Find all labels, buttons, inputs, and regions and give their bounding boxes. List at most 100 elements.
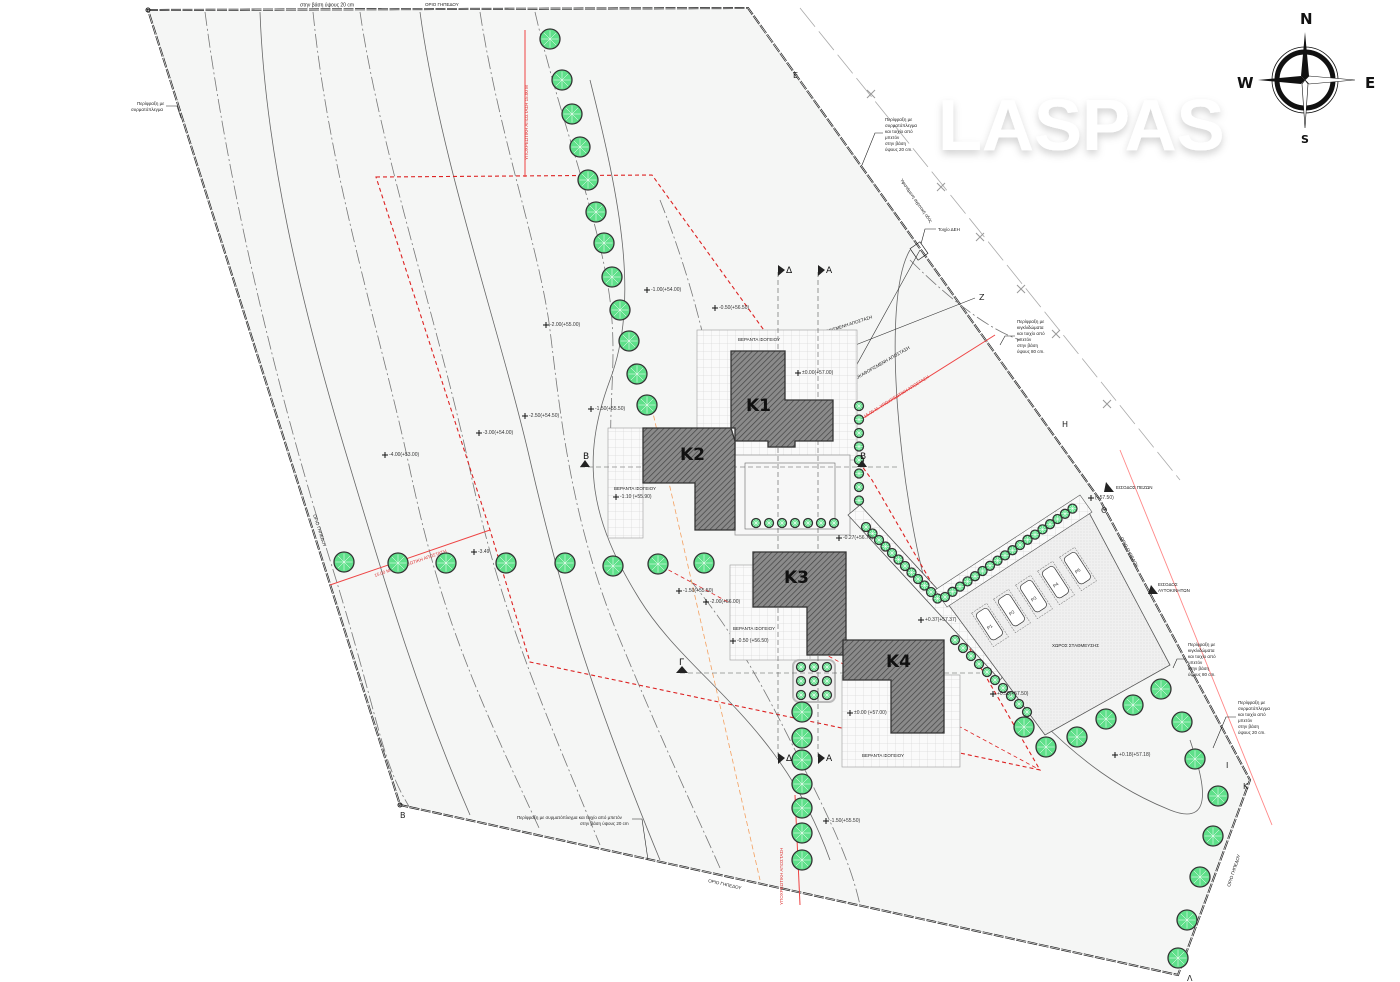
elevation-marker-icon [703, 599, 709, 605]
tree-icon [333, 551, 355, 573]
building-k1 [730, 350, 834, 448]
tree-icon [1150, 678, 1172, 700]
tree-icon [808, 661, 820, 673]
tree-icon [1184, 748, 1206, 770]
parking-spot-label: P3 [1030, 595, 1038, 602]
building-k4 [842, 639, 945, 734]
tree-icon [853, 495, 865, 506]
note-line: ύψους 80 cm. [1188, 671, 1216, 677]
boundary-label-right-lower: ΟΡΙΟ ΓΗΠΕΔΟΥ [1226, 854, 1241, 888]
tree-icon [585, 201, 607, 223]
tree-icon [954, 581, 966, 592]
fence-notes: Περίφραξη με συρματόπλεγμα Περίφραξη με … [131, 101, 1270, 861]
parking-spot: P3 [1015, 574, 1053, 620]
elevation-label: -3.49 [478, 549, 490, 555]
veranda-label-k4: ΒΕΡΑΝΤΑ ΙΣΟΓΕΙΟΥ [862, 753, 904, 758]
tree-icon [791, 773, 813, 795]
tree-icon [821, 675, 833, 687]
tree-icon [821, 689, 833, 701]
elevation-label: -1.50(+55.50) [595, 406, 625, 412]
elevation-label: -2.00(+55.00) [550, 322, 580, 328]
point-th: Θ [1101, 506, 1107, 515]
elevation-marker-icon [823, 818, 829, 824]
note-line: στην βάση ύψους 20 cm [580, 820, 629, 826]
tree-icon [609, 299, 631, 321]
tree-icon [1059, 508, 1071, 519]
parking-spot-label: P4 [1052, 581, 1060, 588]
note-line: μπετόν [1238, 717, 1253, 723]
tree-icon [763, 517, 775, 529]
point-e: Ε [793, 71, 798, 80]
tree-icon [602, 555, 624, 577]
note-line: Περίφραξη με συρματόπλεγμα και τοιχίο απ… [517, 814, 623, 820]
tree-icon [789, 517, 801, 529]
tree-icon [853, 481, 865, 493]
point-k: Κ [1243, 782, 1249, 791]
compass-s: S [1301, 133, 1309, 146]
tree-icon [981, 666, 993, 678]
tree-icon [1122, 694, 1144, 716]
tree-icon [906, 567, 917, 578]
parking-spot-label: P2 [1008, 609, 1016, 616]
note-line: κιγκλιδώματα [1017, 324, 1044, 330]
parking-spot-label: P1 [986, 623, 994, 630]
veranda-label-k3: ΒΕΡΑΝΤΑ ΙΣΟΓΕΙΟΥ [733, 626, 775, 631]
section-d-bottom: Δ [786, 754, 793, 764]
note-line: Περίφραξη με [1238, 700, 1265, 705]
section-a-top: Α [826, 266, 833, 276]
tree-icon [791, 701, 813, 723]
road-label: Υφιστάμενη αγροτική οδός [899, 177, 935, 224]
boundary-label-bottom: ΟΡΙΟ ΓΗΠΕΔΟΥ [708, 878, 742, 890]
tree-icon [1171, 711, 1193, 733]
tree-icon [791, 749, 813, 771]
tree-icon [1007, 545, 1018, 556]
tree-icon [925, 586, 937, 598]
boundary-points: Ε Ζ Η Θ Ι Κ Λ Β [145, 7, 1249, 982]
tree-icon [1044, 519, 1056, 530]
tree-icon [992, 555, 1003, 566]
building-label-k4: K4 [886, 652, 911, 672]
elevation-label: -0.50(+56.50) [719, 305, 749, 311]
note-line: και τοιχίο από [1238, 711, 1266, 717]
elevation-marker-icon [588, 406, 594, 412]
note-line: ύψους 20 cm. [1238, 729, 1266, 735]
note-line: μπετόν [1188, 659, 1203, 665]
building-label-k3: K3 [784, 568, 809, 588]
parking-spot-label: P5 [1074, 567, 1082, 574]
car-entrance-label-1: ΕΙΣΟΔΟΣ [1158, 582, 1178, 587]
tree-icon [969, 571, 981, 582]
tree-icon [873, 534, 885, 546]
fence-note-northeast: Περίφραξη με συρματόπλεγμα και τοιχίο απ… [861, 117, 917, 166]
compass-rose-icon: N W E S [1237, 10, 1375, 146]
fence-note-bottom: Περίφραξη με συρματόπλεγμα και τοιχίο απ… [517, 814, 649, 861]
tree-icon [886, 547, 898, 559]
note-line: Περίφραξη με [1188, 642, 1215, 647]
tree-icon [791, 797, 813, 819]
note-line: Περίφραξη με [1017, 319, 1044, 324]
tree-icon [962, 576, 973, 587]
elevation-marker-icon [918, 617, 924, 623]
elevation-label: +0.18(+57.18) [1119, 752, 1151, 758]
tree-icon [808, 675, 820, 687]
elevation-points: -1.00(+54.00) -0.50(+56.50) -2.00(+55.00… [382, 287, 1151, 824]
tree-icon [853, 441, 865, 452]
fence-note-top: στην βάση ύψους 20 cm [300, 2, 354, 9]
tree-icon [919, 580, 930, 591]
trees [333, 28, 1229, 969]
elevation-label: -1.50(+55.50) [830, 818, 860, 824]
tree-icon [999, 550, 1011, 561]
tree-icon [795, 661, 807, 673]
tree-icon [1029, 529, 1041, 540]
fence-note-east-middle: Περίφραξη με κιγκλιδώματα και τοιχίο από… [1172, 642, 1216, 677]
elevation-marker-icon [613, 494, 619, 500]
tree-icon [912, 573, 924, 585]
tree-icon [997, 682, 1009, 694]
tree-icon [387, 552, 409, 574]
section-b-left: Β [583, 452, 589, 462]
tree-icon [1035, 736, 1057, 758]
tree-icon [1021, 706, 1033, 718]
tree-icon [795, 689, 807, 701]
boundary-label-top: ΟΡΙΟ ΓΗΠΕΔΟΥ [425, 2, 459, 7]
tree-icon [636, 394, 658, 416]
